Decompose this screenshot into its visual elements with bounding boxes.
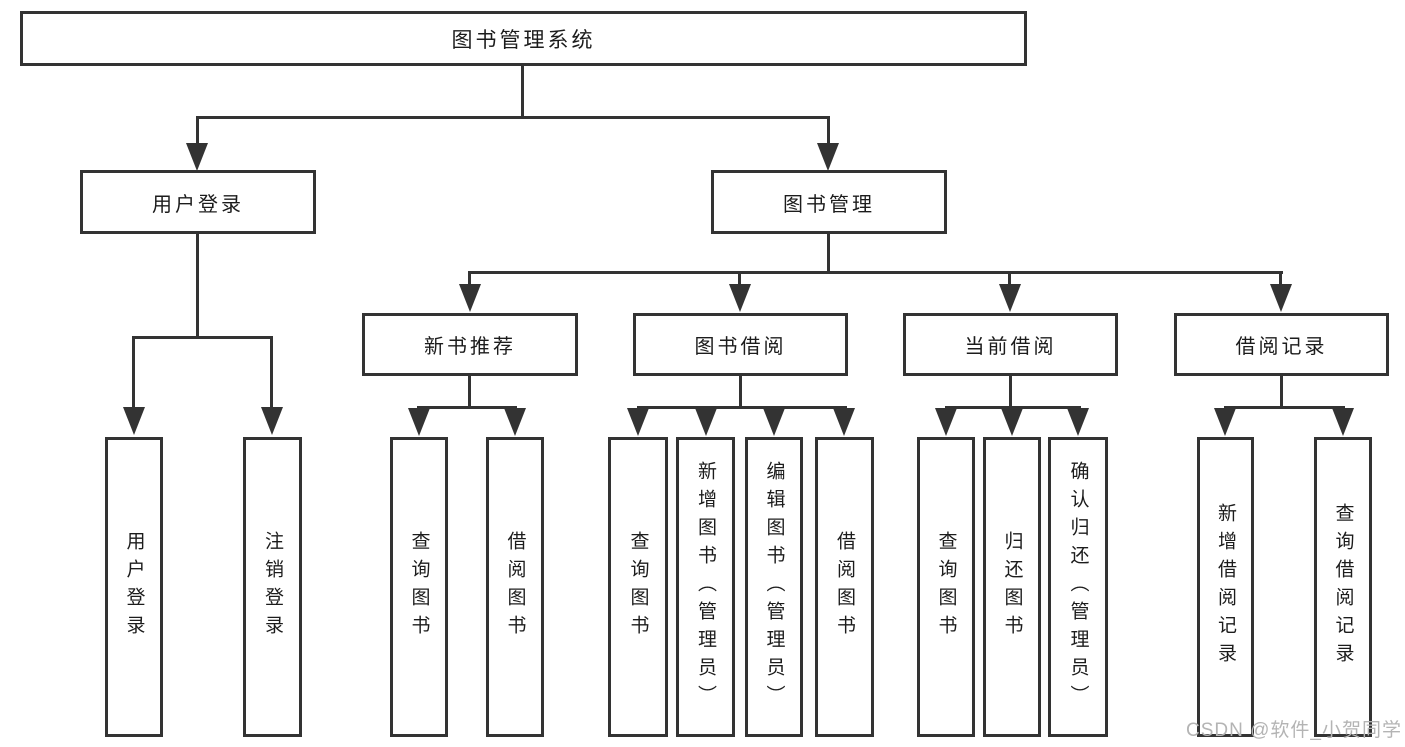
node-label: 用户登录 [152, 193, 244, 216]
arrow-down-icon [1067, 408, 1089, 436]
arrow-down-icon [1001, 408, 1023, 436]
leaf-edit-books-admin: 编辑图书（管理员） [745, 437, 803, 737]
leaf-add-borrow-record: 新增借阅记录 [1197, 437, 1254, 737]
node-label: 编辑图书（管理员） [763, 461, 785, 713]
node-label: 归还图书 [1001, 531, 1023, 643]
node-label: 用户登录 [123, 531, 145, 643]
node-book-management: 图书管理 [711, 170, 947, 234]
connector-line [1224, 406, 1345, 409]
arrow-down-icon [729, 284, 751, 312]
connector-line [1279, 272, 1282, 286]
connector-line [468, 272, 471, 286]
node-label: 查询图书 [408, 531, 430, 643]
leaf-borrow-books-recommend: 借阅图书 [486, 437, 544, 737]
node-label: 借阅记录 [1235, 336, 1328, 358]
node-label: 当前借阅 [964, 336, 1057, 358]
arrow-down-icon [999, 284, 1021, 312]
connector-line [132, 336, 273, 339]
node-label: 查询借阅记录 [1332, 503, 1354, 671]
leaf-query-books-borrowing: 查询图书 [608, 437, 668, 737]
connector-line [417, 406, 517, 409]
connector-line [945, 406, 1081, 409]
node-label: 图书管理系统 [451, 28, 596, 52]
arrow-down-icon [1332, 408, 1354, 436]
connector-line [468, 376, 471, 409]
connector-line [196, 116, 830, 119]
arrow-down-icon [459, 284, 481, 312]
leaf-add-books-admin: 新增图书（管理员） [676, 437, 735, 737]
leaf-query-books-current: 查询图书 [917, 437, 975, 737]
arrow-down-icon [833, 408, 855, 436]
node-label: 图书借阅 [694, 336, 787, 358]
node-library-system: 图书管理系统 [20, 11, 1027, 66]
leaf-user-login: 用户登录 [105, 437, 163, 737]
node-new-book-recommend: 新书推荐 [362, 313, 578, 376]
node-borrow-records: 借阅记录 [1174, 313, 1389, 376]
arrow-down-icon [1270, 284, 1292, 312]
csdn-watermark: CSDN @软件_小贺同学 [1186, 720, 1402, 741]
connector-line [270, 337, 273, 409]
node-label: 确认归还（管理员） [1067, 461, 1089, 713]
leaf-return-books: 归还图书 [983, 437, 1041, 737]
node-label: 借阅图书 [504, 531, 526, 643]
leaf-borrow-books: 借阅图书 [815, 437, 874, 737]
connector-line [738, 272, 741, 286]
node-label: 新书推荐 [424, 336, 516, 358]
node-label: 新增借阅记录 [1215, 503, 1236, 671]
connector-line [637, 406, 847, 409]
node-label: 注销登录 [262, 531, 283, 643]
connector-line [1008, 272, 1011, 286]
node-label: 图书管理 [783, 193, 875, 216]
arrow-down-icon [627, 408, 649, 436]
arrow-down-icon [261, 407, 283, 435]
connector-line [521, 64, 524, 118]
connector-line [132, 337, 135, 409]
connector-line [827, 117, 830, 145]
arrow-down-icon [186, 143, 208, 171]
connector-line [1009, 376, 1012, 409]
arrow-down-icon [763, 408, 785, 436]
leaf-query-books-recommend: 查询图书 [390, 437, 448, 737]
node-book-borrowing: 图书借阅 [633, 313, 848, 376]
arrow-down-icon [504, 408, 526, 436]
node-label: 新增图书（管理员） [695, 461, 716, 713]
arrow-down-icon [1214, 408, 1236, 436]
node-label: 查询图书 [935, 531, 957, 643]
connector-line [739, 376, 742, 409]
arrow-down-icon [408, 408, 430, 436]
leaf-confirm-return-admin: 确认归还（管理员） [1048, 437, 1108, 737]
connector-line [1280, 376, 1283, 409]
arrow-down-icon [817, 143, 839, 171]
node-label: 查询图书 [627, 531, 649, 643]
node-current-borrowing: 当前借阅 [903, 313, 1118, 376]
node-user-login: 用户登录 [80, 170, 316, 234]
arrow-down-icon [935, 408, 957, 436]
arrow-down-icon [695, 408, 717, 436]
node-label: 借阅图书 [834, 531, 855, 643]
connector-line [827, 234, 830, 274]
connector-line [196, 234, 199, 338]
connector-line [196, 117, 199, 145]
arrow-down-icon [123, 407, 145, 435]
connector-line [468, 271, 1283, 274]
leaf-logout: 注销登录 [243, 437, 302, 737]
leaf-query-borrow-record: 查询借阅记录 [1314, 437, 1372, 737]
